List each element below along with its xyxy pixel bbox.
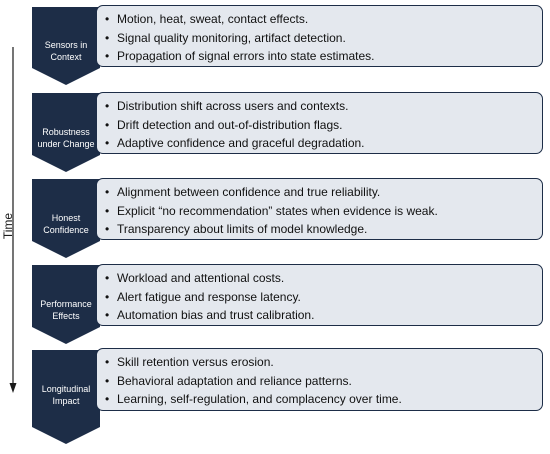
bullet-item: Alert fatigue and response latency.	[105, 288, 314, 307]
bullet-item: Automation bias and trust calibration.	[105, 306, 314, 325]
bullet-item: Adaptive confidence and graceful degrada…	[105, 134, 365, 153]
bullet-item: Signal quality monitoring, artifact dete…	[105, 29, 374, 48]
bullet-list: Workload and attentional costs. Alert fa…	[105, 269, 314, 325]
bullet-list: Distribution shift across users and cont…	[105, 97, 365, 153]
stage-panel: Distribution shift across users and cont…	[96, 92, 543, 154]
bullet-item: Behavioral adaptation and reliance patte…	[105, 372, 402, 391]
stage-title: Longitudinal Impact	[41, 384, 91, 406]
bullet-item: Alignment between confidence and true re…	[105, 183, 438, 202]
stage-chevron	[32, 93, 100, 172]
bullet-item: Distribution shift across users and cont…	[105, 97, 365, 116]
stage-title: Robustness under Change	[37, 127, 95, 149]
stage-title: Sensors in Context	[44, 40, 88, 62]
stage-title: Honest Confidence	[43, 213, 89, 235]
time-axis-label: Time	[1, 212, 15, 240]
stage-title: Performance Effects	[40, 299, 92, 321]
bullet-item: Propagation of signal errors into state …	[105, 47, 374, 66]
stage-panel: Skill retention versus erosion. Behavior…	[96, 348, 543, 411]
bullet-item: Workload and attentional costs.	[105, 269, 314, 288]
stage-chevron	[32, 7, 100, 85]
stage-chevron	[32, 265, 100, 344]
bullet-item: Skill retention versus erosion.	[105, 353, 402, 372]
stage-panel: Workload and attentional costs. Alert fa…	[96, 264, 543, 326]
bullet-item: Motion, heat, sweat, contact effects.	[105, 10, 374, 29]
bullet-list: Alignment between confidence and true re…	[105, 183, 438, 239]
time-axis: Time	[0, 0, 30, 449]
stage-panel: Motion, heat, sweat, contact effects. Si…	[96, 5, 543, 67]
stage-chevron	[32, 350, 100, 444]
bullet-item: Transparency about limits of model knowl…	[105, 220, 438, 239]
bullet-list: Skill retention versus erosion. Behavior…	[105, 353, 402, 409]
bullet-list: Motion, heat, sweat, contact effects. Si…	[105, 10, 374, 66]
bullet-item: Learning, self-regulation, and complacen…	[105, 390, 402, 409]
bullet-item: Drift detection and out-of-distribution …	[105, 116, 365, 135]
bullet-item: Explicit “no recommendation” states when…	[105, 202, 438, 221]
stage-panel: Alignment between confidence and true re…	[96, 178, 543, 240]
time-arrow-icon	[9, 47, 17, 393]
stage-chevron	[32, 179, 100, 258]
